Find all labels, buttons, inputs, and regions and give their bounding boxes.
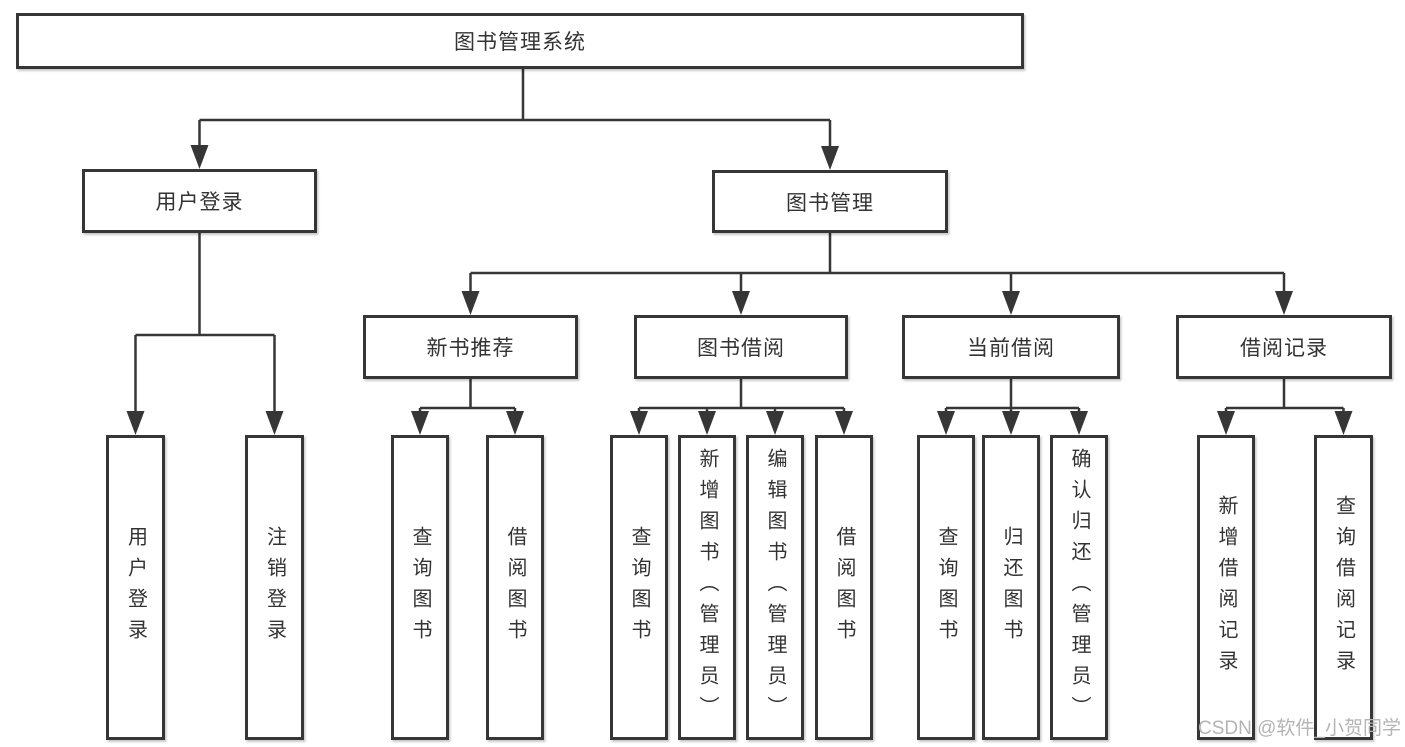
- leaf-label: 查询图书: [935, 525, 957, 650]
- leaf-query-books-borrowing: 查询图书: [610, 435, 668, 740]
- leaf-label: 查询借阅记录: [1332, 494, 1355, 681]
- node-library-management-system: 图书管理系统: [16, 13, 1024, 69]
- leaf-label: 用户登录: [124, 525, 147, 650]
- node-book-management: 图书管理: [712, 170, 948, 233]
- leaf-label: 新增图书（管理员）: [696, 448, 718, 727]
- leaf-label: 查询图书: [628, 525, 650, 650]
- leaf-borrow-books: 借阅图书: [815, 435, 873, 740]
- leaf-label: 确认归还（管理员）: [1068, 448, 1090, 727]
- leaf-label: 借阅图书: [833, 525, 855, 650]
- leaf-query-borrow-record: 查询借阅记录: [1314, 435, 1373, 740]
- node-user-login: 用户登录: [82, 169, 317, 233]
- leaf-borrow-books-recommend: 借阅图书: [486, 435, 544, 740]
- leaf-edit-books-admin: 编辑图书（管理员）: [746, 435, 804, 740]
- leaf-add-books-admin: 新增图书（管理员）: [678, 435, 736, 740]
- leaf-query-books-recommend: 查询图书: [391, 435, 449, 740]
- leaf-label: 查询图书: [409, 525, 431, 650]
- node-label: 新书推荐: [426, 337, 515, 360]
- node-current-borrowing: 当前借阅: [902, 315, 1120, 379]
- leaf-label: 归还图书: [1000, 525, 1022, 650]
- node-label: 图书管理: [786, 191, 874, 215]
- node-label: 图书借阅: [697, 337, 785, 360]
- leaf-label: 借阅图书: [504, 525, 526, 650]
- node-label: 图书管理系统: [454, 31, 586, 54]
- leaf-user-login: 用户登录: [106, 435, 165, 740]
- leaf-return-books: 归还图书: [982, 435, 1040, 740]
- leaf-label: 编辑图书（管理员）: [764, 448, 786, 727]
- leaf-confirm-return-admin: 确认归还（管理员）: [1050, 435, 1108, 740]
- node-label: 借阅记录: [1240, 337, 1328, 360]
- node-new-book-recommend: 新书推荐: [363, 315, 578, 379]
- leaf-label: 注销登录: [263, 525, 286, 650]
- leaf-add-borrow-record: 新增借阅记录: [1197, 435, 1255, 740]
- leaf-logout: 注销登录: [245, 435, 304, 740]
- leaf-label: 新增借阅记录: [1215, 494, 1237, 681]
- node-label: 用户登录: [155, 191, 244, 214]
- leaf-query-books-current: 查询图书: [917, 435, 975, 740]
- node-borrowing-records: 借阅记录: [1176, 315, 1392, 379]
- node-book-borrowing: 图书借阅: [634, 315, 848, 379]
- csdn-watermark: CSDN @软件_小贺同学: [1198, 718, 1401, 739]
- node-label: 当前借阅: [967, 337, 1055, 360]
